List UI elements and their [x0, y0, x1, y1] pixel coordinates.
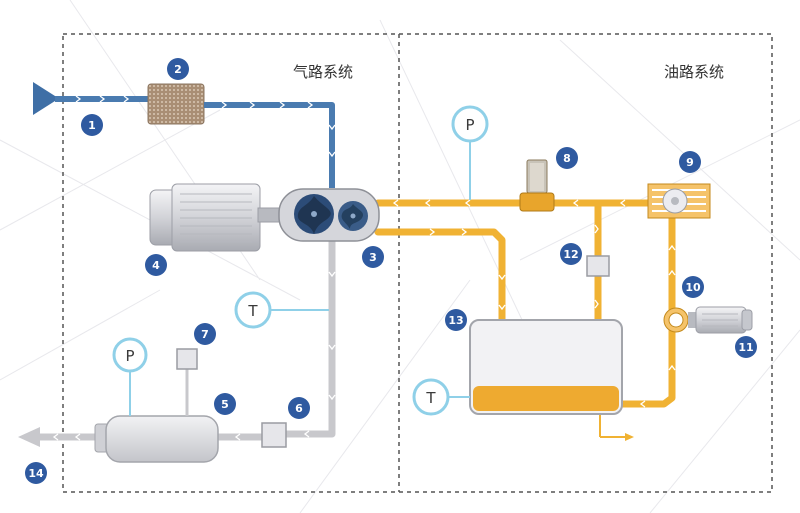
- svg-text:2: 2: [174, 63, 182, 76]
- svg-text:1: 1: [88, 119, 96, 132]
- intake-filter: [147, 83, 205, 125]
- callout-4: 4: [145, 254, 167, 276]
- air-intake-horn: [33, 82, 55, 115]
- oil-pressure-gauge: [451, 105, 489, 143]
- air-receiver-tank: [94, 415, 219, 463]
- svg-text:13: 13: [448, 314, 463, 327]
- callout-9: 9: [679, 151, 701, 173]
- receiver-pressure-gauge-label: P: [125, 347, 134, 365]
- oil-flow-arrows: [392, 199, 676, 408]
- callout-7: 7: [194, 323, 216, 345]
- tank-temperature-gauge-label: T: [425, 389, 436, 407]
- callout-14: 14: [25, 462, 47, 484]
- motor: [149, 183, 281, 252]
- oil-pump: [663, 307, 698, 333]
- system-frame: [62, 33, 773, 493]
- svg-text:9: 9: [686, 156, 694, 169]
- callout-10: 10: [682, 276, 704, 298]
- air-intake-line-2: [204, 102, 335, 188]
- callout-11: 11: [735, 336, 757, 358]
- callout-13: 13: [445, 309, 467, 331]
- svg-text:7: 7: [201, 328, 209, 341]
- svg-text:14: 14: [28, 467, 44, 480]
- callout-6: 6: [288, 397, 310, 419]
- callout-3: 3: [362, 246, 384, 268]
- air-system-title: 气路系统: [293, 63, 353, 81]
- air-flow-arrows: [75, 95, 336, 158]
- discharge-temperature-gauge-label: T: [247, 302, 258, 320]
- oil-filter: [586, 255, 610, 277]
- screw-compressor-air-end: [278, 188, 380, 242]
- callout-1: 1: [81, 114, 103, 136]
- air-discharge-line: [286, 240, 336, 438]
- air-outlet-arrow: [18, 427, 40, 447]
- oil-cooler: [647, 183, 711, 219]
- oil-separator-tank: [469, 319, 623, 415]
- callout-2: 2: [167, 58, 189, 80]
- minimum-pressure-valve: [519, 159, 555, 212]
- oil-pump-motor: [695, 306, 753, 334]
- oil-pressure-gauge-label: P: [465, 116, 474, 134]
- safety-valve: [176, 348, 198, 370]
- receiver-pressure-gauge: [112, 337, 148, 373]
- svg-text:5: 5: [221, 398, 229, 411]
- oil-drain-arrowhead: [625, 433, 634, 441]
- discharge-temperature-gauge: [234, 291, 272, 329]
- oil-system-title: 油路系统: [664, 63, 724, 81]
- svg-text:3: 3: [369, 251, 377, 264]
- callout-5: 5: [214, 393, 236, 415]
- svg-text:11: 11: [738, 341, 753, 354]
- callout-12: 12: [560, 243, 582, 265]
- discharge-flow-arrows: [52, 271, 336, 441]
- svg-text:12: 12: [563, 248, 578, 261]
- svg-text:10: 10: [685, 281, 701, 294]
- check-valve: [261, 422, 287, 448]
- callout-8: 8: [556, 147, 578, 169]
- callouts: 1 2 3 4 5 6 7 8 9 10 11 12 13 14: [25, 58, 757, 484]
- svg-text:8: 8: [563, 152, 571, 165]
- tank-temperature-gauge: [412, 378, 450, 416]
- svg-text:4: 4: [152, 259, 160, 272]
- svg-text:6: 6: [295, 402, 303, 415]
